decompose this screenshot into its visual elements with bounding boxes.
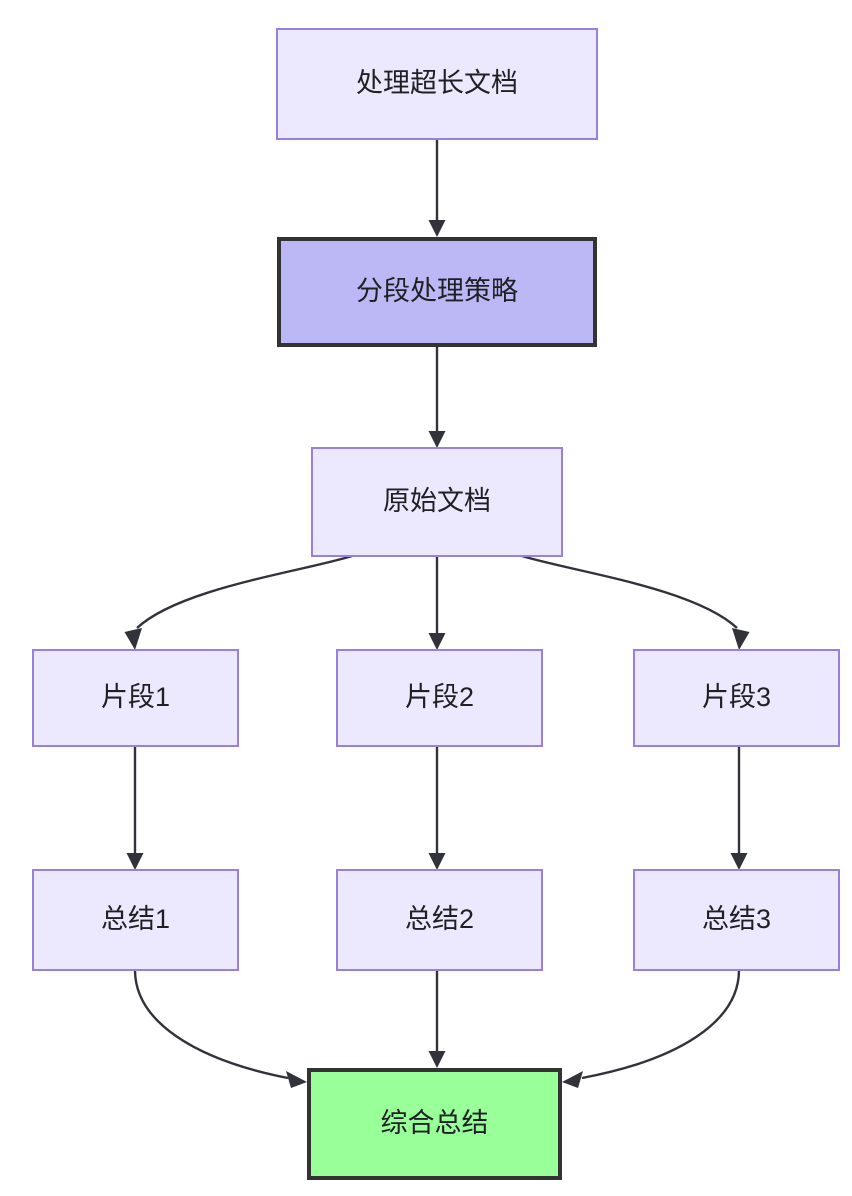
edge-source-to-chunk1: [124, 554, 353, 650]
node-final-summary[interactable]: 综合总结: [307, 1068, 562, 1180]
node-process-long-document[interactable]: 处理超长文档: [276, 28, 598, 140]
node-summary-1[interactable]: 总结1: [32, 869, 239, 971]
edge-strategy-to-source: [428, 347, 446, 448]
edge-summary2-to-final: [428, 970, 446, 1068]
edge-source-to-chunk2: [428, 556, 446, 650]
node-rect-chunk1[interactable]: [32, 649, 239, 747]
node-rect-chunk2[interactable]: [336, 649, 543, 747]
edge-chunk2-to-summary2: [428, 746, 446, 870]
edge-source-to-chunk3: [521, 554, 750, 650]
node-rect-summary3[interactable]: [633, 869, 840, 971]
edge-chunk1-to-summary1: [126, 746, 144, 870]
edge-summary1-to-final: [133, 969, 307, 1088]
edge-doc-to-strategy: [428, 139, 446, 237]
node-rect-chunk3[interactable]: [633, 649, 840, 747]
edges-layer: [124, 139, 750, 1088]
node-rect-summary1[interactable]: [32, 869, 239, 971]
node-source-document[interactable]: 原始文档: [311, 447, 563, 557]
node-chunking-strategy[interactable]: 分段处理策略: [277, 237, 597, 347]
node-rect-doc[interactable]: [276, 28, 598, 140]
node-chunk-1[interactable]: 片段1: [32, 649, 239, 747]
node-chunk-3[interactable]: 片段3: [633, 649, 840, 747]
edge-chunk3-to-summary3: [730, 746, 748, 870]
edge-summary3-to-final: [562, 969, 741, 1088]
node-summary-2[interactable]: 总结2: [336, 869, 543, 971]
node-summary-3[interactable]: 总结3: [633, 869, 840, 971]
node-rect-final[interactable]: [307, 1068, 562, 1180]
node-rect-summary2[interactable]: [336, 869, 543, 971]
node-chunk-2[interactable]: 片段2: [336, 649, 543, 747]
node-rect-source[interactable]: [311, 447, 563, 557]
node-rect-strategy[interactable]: [277, 237, 597, 347]
nodes-layer: 处理超长文档 分段处理策略 原始文档 片段1 片段2 片段3: [32, 28, 840, 1180]
